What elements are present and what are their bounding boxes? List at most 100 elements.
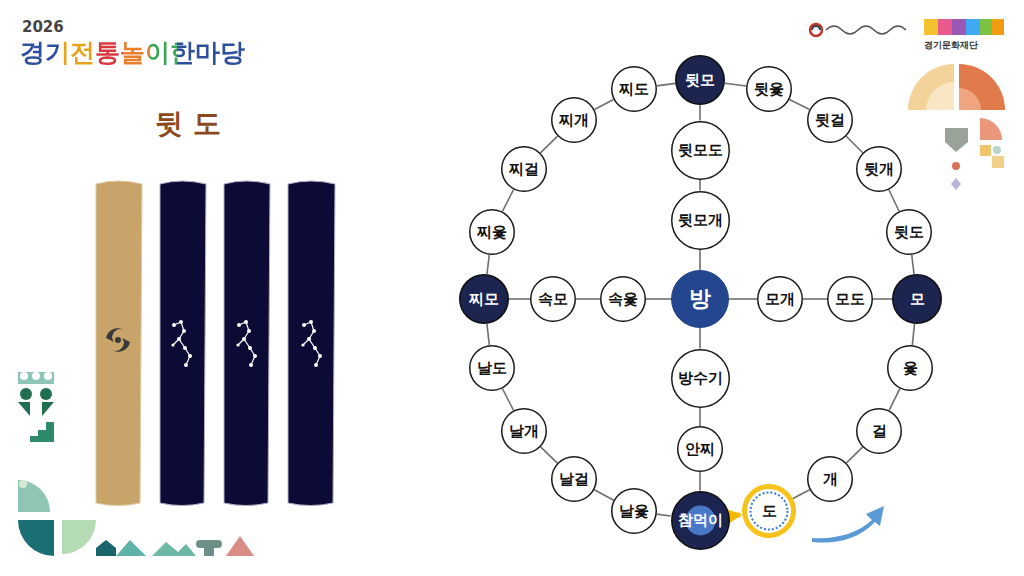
board-line xyxy=(846,136,862,152)
board-station: 찌걸 xyxy=(501,146,547,192)
board-station: 찌도 xyxy=(611,66,657,112)
board-station: 뒷모개 xyxy=(671,191,730,250)
board-line xyxy=(699,180,701,191)
board-line xyxy=(502,389,513,411)
corner-station: 참먹이 xyxy=(671,491,730,550)
event-logo: 경기전통놀이한마당 xyxy=(20,36,245,69)
board-line xyxy=(699,472,701,491)
station-name: 찌도 xyxy=(619,82,649,97)
board-station: 찌윷 xyxy=(469,209,515,255)
corner-ornament xyxy=(908,64,1005,190)
station-name: 뒷개 xyxy=(864,162,894,177)
station-name: 뒷모도 xyxy=(678,143,723,158)
board-line xyxy=(509,298,530,300)
board-line xyxy=(657,514,671,516)
corner-ornament xyxy=(18,372,254,556)
station-name: 날개 xyxy=(509,424,539,439)
board-line xyxy=(699,105,701,121)
event-year: 2026 xyxy=(22,18,64,36)
board-station: 모개 xyxy=(757,276,803,322)
board-station: 찌개 xyxy=(551,97,597,143)
board-line xyxy=(725,83,746,86)
board-line xyxy=(594,100,613,110)
move-arrow xyxy=(812,506,884,543)
board-station: 윷 xyxy=(887,345,933,391)
board-station: 뒷윷 xyxy=(746,66,792,112)
corner-station: 찌모 xyxy=(459,274,509,324)
board-line xyxy=(502,190,513,212)
board-line xyxy=(803,298,827,300)
board-line xyxy=(912,255,914,274)
board-line xyxy=(846,447,862,463)
board-station: 뒷도 xyxy=(886,209,932,255)
board-station: 속윷 xyxy=(600,276,646,322)
board-line xyxy=(487,324,489,345)
board-line xyxy=(729,298,757,300)
station-name: 뒷모개 xyxy=(678,213,723,228)
board-line xyxy=(699,250,701,271)
board-station: 안찌 xyxy=(677,426,723,472)
board-line xyxy=(873,298,892,300)
board-station: 방수기 xyxy=(671,349,730,408)
board-line xyxy=(790,99,810,109)
board-line xyxy=(699,328,701,349)
board-station: 날도 xyxy=(469,345,515,391)
board-station: 뒷모도 xyxy=(671,121,730,180)
station-name: 모 xyxy=(910,292,925,307)
center-station: 방 xyxy=(671,270,729,328)
page-title: 뒷 도 xyxy=(155,105,221,143)
corner-station: 뒷모 xyxy=(675,55,725,105)
board-line xyxy=(889,190,899,211)
station-name: 날윷 xyxy=(619,504,649,519)
station-name: 방 xyxy=(689,288,711,310)
station-name: 찌모 xyxy=(469,292,499,307)
current-station: 도 xyxy=(742,484,796,538)
board-line xyxy=(541,447,558,463)
station-name: 뒷모 xyxy=(685,73,715,88)
board-line xyxy=(912,324,914,345)
board-line xyxy=(657,83,675,86)
board-line xyxy=(540,136,557,153)
logo-marks xyxy=(810,19,1004,36)
board-station: 날개 xyxy=(501,408,547,454)
yut-sticks xyxy=(96,181,335,506)
station-name: 찌윷 xyxy=(477,225,507,240)
station-name: 날걸 xyxy=(559,472,589,487)
station-name: 뒷윷 xyxy=(754,82,784,97)
station-name: 참먹이 xyxy=(678,513,723,528)
board-station: 날걸 xyxy=(551,456,597,502)
board-station: 걸 xyxy=(856,408,902,454)
board-line xyxy=(576,298,600,300)
board-station: 뒷걸 xyxy=(807,97,853,143)
board-station: 개 xyxy=(807,456,853,502)
station-name: 방수기 xyxy=(678,371,723,386)
station-name: 걸 xyxy=(872,424,887,439)
station-name: 개 xyxy=(823,472,838,487)
board-line xyxy=(699,408,701,427)
station-name: 윷 xyxy=(903,361,918,376)
move-arrow xyxy=(731,515,740,516)
station-name: 속윷 xyxy=(608,292,638,307)
station-name: 도 xyxy=(762,504,777,519)
station-name: 속모 xyxy=(538,292,568,307)
board-station: 모도 xyxy=(827,276,873,322)
station-name: 날도 xyxy=(477,361,507,376)
board-line xyxy=(646,298,671,300)
board-station: 속모 xyxy=(530,276,576,322)
board-line xyxy=(793,490,810,499)
board-line xyxy=(889,389,900,411)
station-name: 찌걸 xyxy=(509,162,539,177)
station-name: 뒷도 xyxy=(894,225,924,240)
corner-station: 모 xyxy=(892,274,942,324)
station-name: 뒷걸 xyxy=(815,113,845,128)
board-line xyxy=(594,490,613,500)
station-name: 찌개 xyxy=(559,113,589,128)
station-name: 모도 xyxy=(835,292,865,307)
board-station: 날윷 xyxy=(611,488,657,534)
sponsor-name: 경기문화재단 xyxy=(924,39,978,52)
board-line xyxy=(487,255,489,274)
board-station: 뒷개 xyxy=(856,146,902,192)
station-name: 모개 xyxy=(765,292,795,307)
